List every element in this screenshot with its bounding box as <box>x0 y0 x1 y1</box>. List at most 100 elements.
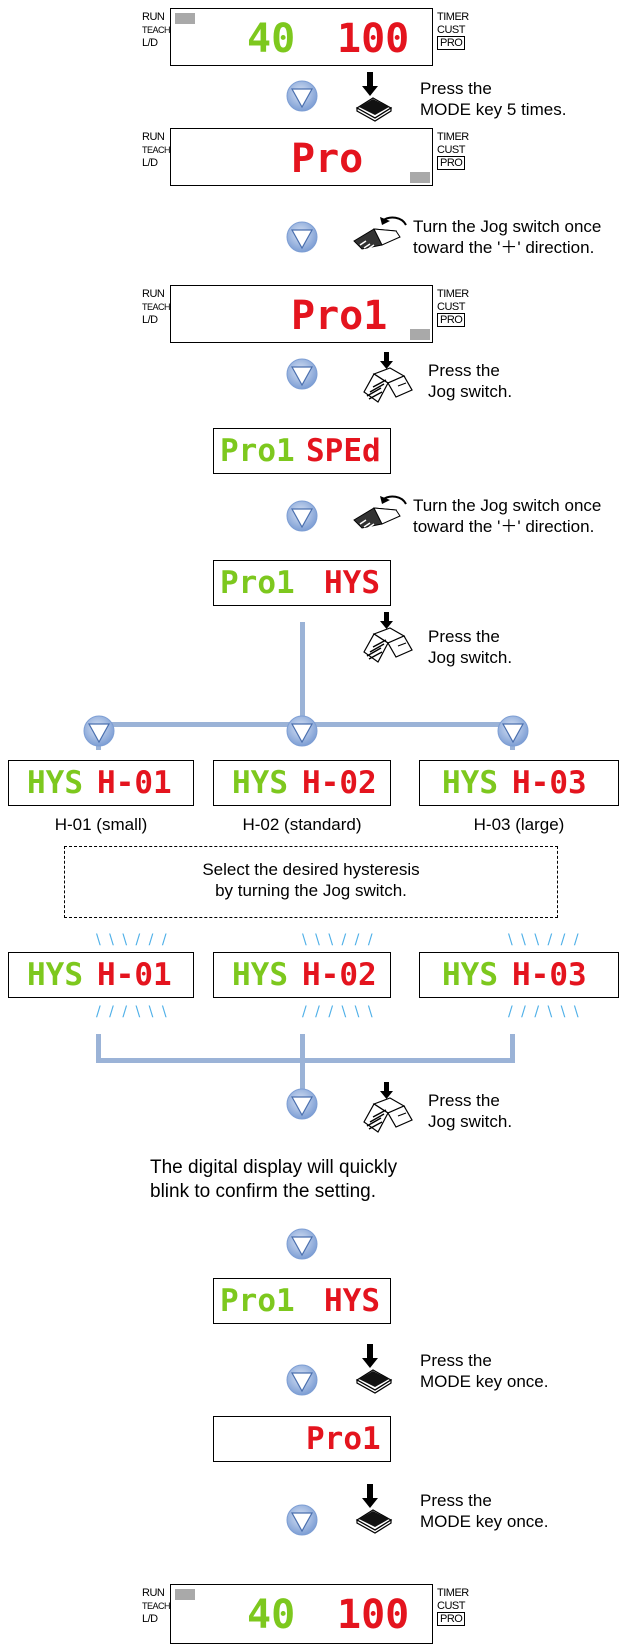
run-indicator-lamp <box>175 1589 195 1600</box>
display-left-value: HYS <box>27 957 83 993</box>
step-line: MODE key once. <box>420 1512 549 1531</box>
option-label-standard: H-02 (standard) <box>242 815 362 834</box>
display-right-value: SPEd <box>306 433 381 469</box>
down-triangle-icon <box>286 221 318 253</box>
down-triangle-icon <box>286 358 318 390</box>
down-triangle-icon <box>286 1228 318 1260</box>
down-triangle-icon <box>286 500 318 532</box>
run-label: RUN <box>142 11 165 23</box>
display-hys-h02-blinking: HYS H-02 <box>213 952 391 998</box>
flow-line <box>510 1034 515 1062</box>
display-hys-h01-blinking: HYS H-01 <box>8 952 194 998</box>
display-run: 40 100 <box>170 8 433 66</box>
display-left-value: Pro1 <box>220 1283 295 1319</box>
timer-label: TIMER <box>437 288 469 300</box>
display-left-value: Pro1 <box>220 433 295 469</box>
display-right-value: H-03 <box>512 957 587 993</box>
display-right-value: HYS <box>324 565 380 601</box>
display-right-value: H-02 <box>302 765 377 801</box>
jog-switch-turn-icon <box>353 495 407 529</box>
display-right-value: H-01 <box>97 957 172 993</box>
mode-key-icon <box>356 1344 392 1394</box>
step-line: Press the <box>428 1091 500 1110</box>
display-pro1-hys: Pro1 HYS <box>213 560 391 606</box>
step-text: Turn the Jog switch once toward the '＋' … <box>413 216 601 258</box>
display-pro1-sped: Pro1 SPEd <box>213 428 391 474</box>
display-left-value: HYS <box>27 765 83 801</box>
step-line: Jog switch. <box>428 648 513 667</box>
step-text: Turn the Jog switch once toward the '＋' … <box>413 495 601 537</box>
step-line: Press the <box>420 1491 492 1510</box>
blink-rays-icon: \ \ \ / / / <box>508 932 581 948</box>
timer-label: TIMER <box>437 131 469 143</box>
jog-switch-press-icon <box>363 1082 413 1133</box>
confirm-line: The digital display will quickly <box>150 1157 398 1178</box>
teach-label: TEACH <box>142 302 171 312</box>
run-label: RUN <box>142 1587 165 1599</box>
display-left-value: HYS <box>232 765 288 801</box>
ld-label: L/D <box>142 1613 158 1625</box>
down-triangle-icon <box>286 715 318 747</box>
note-line: by turning the Jog switch. <box>215 881 407 900</box>
pro-indicator-lamp <box>410 329 430 340</box>
display-left-value: 40 <box>247 1592 296 1638</box>
run-label: RUN <box>142 288 165 300</box>
blink-rays-icon: \ \ \ / / / <box>302 932 375 948</box>
display-hys-h01: HYS H-01 <box>8 760 194 806</box>
ld-label: L/D <box>142 314 158 326</box>
step-line: Jog switch. <box>428 1112 513 1131</box>
timer-label: TIMER <box>437 1587 469 1599</box>
step-line: Turn the Jog switch once <box>413 217 602 236</box>
cust-label: CUST <box>437 24 465 36</box>
display-right-value: Pro1 <box>306 1421 381 1457</box>
run-label: RUN <box>142 131 165 143</box>
step-text: Press the MODE key once. <box>420 1490 549 1532</box>
step-text: Press the Jog switch. <box>428 1090 512 1132</box>
cust-label: CUST <box>437 301 465 313</box>
mode-key-icon <box>356 72 392 122</box>
down-triangle-icon <box>286 1088 318 1120</box>
blink-rays-icon: \ \ \ / / / <box>96 932 169 948</box>
indicator-labels-right: TIMER CUST PRO <box>437 1587 469 1626</box>
option-label-small: H-01 (small) <box>54 815 148 834</box>
hysteresis-note-box <box>64 846 558 918</box>
display-right-value: 100 <box>337 16 410 62</box>
indicator-labels-left: RUN TEACH L/D <box>142 1587 171 1626</box>
step-line: MODE key 5 times. <box>420 100 567 119</box>
mode-key-icon <box>356 1484 392 1534</box>
hysteresis-note-text: Select the desired hysteresis by turning… <box>64 859 558 901</box>
down-triangle-icon <box>497 715 529 747</box>
down-triangle-icon <box>286 1364 318 1396</box>
ld-label: L/D <box>142 37 158 49</box>
display-hys-h02: HYS H-02 <box>213 760 391 806</box>
display-right-value: Pro <box>291 136 364 182</box>
teach-label: TEACH <box>142 145 171 155</box>
display-right-value: 100 <box>337 1592 410 1638</box>
step-text: Press the MODE key 5 times. <box>420 78 566 120</box>
display-hys-h03-blinking: HYS H-03 <box>419 952 619 998</box>
display-left-value: HYS <box>442 957 498 993</box>
cust-label: CUST <box>437 144 465 156</box>
display-left-value: HYS <box>232 957 288 993</box>
confirm-text: The digital display will quickly blink t… <box>150 1156 397 1204</box>
pro-label: PRO <box>437 36 466 50</box>
ld-label: L/D <box>142 157 158 169</box>
down-triangle-icon <box>286 80 318 112</box>
step-line: Turn the Jog switch once <box>413 496 602 515</box>
flow-line <box>96 1058 515 1063</box>
option-label-large: H-03 (large) <box>473 815 565 834</box>
display-right-value: Pro1 <box>291 293 388 339</box>
flow-line <box>300 1034 305 1094</box>
down-triangle-icon <box>83 715 115 747</box>
blink-rays-icon: / / / \ \ \ <box>96 1004 169 1020</box>
timer-label: TIMER <box>437 11 469 23</box>
pro-indicator-lamp <box>410 172 430 183</box>
display-right-value: H-01 <box>97 765 172 801</box>
step-line: MODE key once. <box>420 1372 549 1391</box>
teach-label: TEACH <box>142 25 171 35</box>
step-line: toward the '＋' direction. <box>413 238 595 257</box>
pro-label: PRO <box>437 1612 466 1626</box>
step-line: Press the <box>428 627 500 646</box>
step-line: Press the <box>428 361 500 380</box>
display-pro1-only: Pro1 <box>213 1416 391 1462</box>
